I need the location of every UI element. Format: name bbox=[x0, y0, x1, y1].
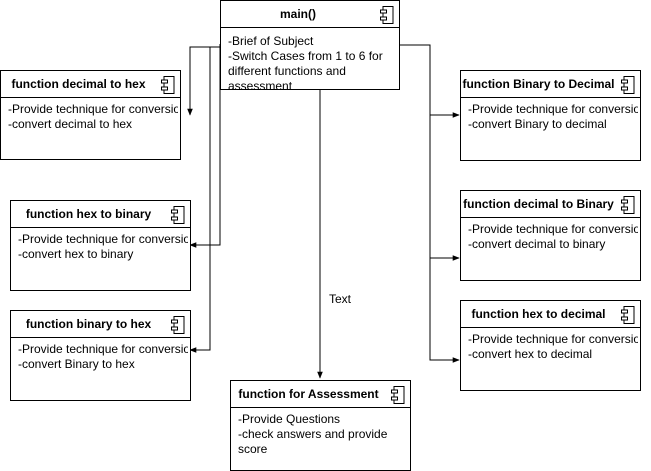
assess-line-1: -Provide Questions bbox=[238, 412, 341, 426]
bin-dec-title: function Binary to Decimal bbox=[462, 77, 615, 91]
bin-hex-title: function binary to hex bbox=[25, 317, 152, 331]
dec-hex-line-1: -Provide technique for conversion bbox=[8, 102, 178, 116]
hex-bin-title: function hex to binary bbox=[25, 207, 152, 221]
main-header: main() bbox=[221, 1, 399, 28]
assess-header: function for Assessment bbox=[231, 381, 410, 408]
dec-bin-body: -Provide technique for conversion -conve… bbox=[468, 222, 638, 252]
bin-hex-line-2: -convert Binary to hex bbox=[18, 357, 135, 371]
bin-dec-line-1: -Provide technique for conversion bbox=[468, 102, 638, 116]
hex-dec-line-2: -convert hex to decimal bbox=[468, 347, 593, 361]
dec-bin-line-1: -Provide technique for conversion bbox=[468, 222, 638, 236]
binary-to-hex-component[interactable]: function binary to hex -Provide techniqu… bbox=[10, 310, 191, 401]
edge-main-to-bin-dec bbox=[400, 44, 460, 118]
assessment-component[interactable]: function for Assessment -Provide Questio… bbox=[230, 380, 411, 471]
assess-line-2: -check answers and provide score bbox=[238, 427, 388, 456]
dec-bin-header: function decimal to Binary bbox=[461, 191, 640, 218]
bin-hex-header: function binary to hex bbox=[11, 311, 190, 338]
main-body: -Brief of Subject -Switch Cases from 1 t… bbox=[228, 34, 397, 90]
bin-dec-header: function Binary to Decimal bbox=[461, 71, 640, 98]
edge-main-to-dec-bin bbox=[429, 115, 460, 261]
decimal-to-hex-component[interactable]: function decimal to hex -Provide techniq… bbox=[0, 70, 181, 160]
bin-hex-body: -Provide technique for conversion -conve… bbox=[18, 342, 188, 372]
assess-body: -Provide Questions -check answers and pr… bbox=[238, 412, 408, 457]
hex-bin-body: -Provide technique for conversion -conve… bbox=[18, 232, 188, 262]
hex-to-binary-component[interactable]: function hex to binary -Provide techniqu… bbox=[10, 200, 191, 291]
component-icon bbox=[621, 306, 635, 324]
dec-hex-title: function decimal to hex bbox=[11, 77, 146, 91]
main-title: main() bbox=[280, 7, 316, 21]
component-icon bbox=[391, 386, 405, 404]
bin-hex-line-1: -Provide technique for conversion bbox=[18, 342, 188, 356]
edge-main-to-bin-hex bbox=[189, 46, 220, 353]
dec-hex-line-2: -convert decimal to hex bbox=[8, 117, 133, 131]
hex-dec-line-1: -Provide technique for conversion bbox=[468, 332, 638, 346]
assess-title: function for Assessment bbox=[238, 387, 379, 401]
hex-to-decimal-component[interactable]: function hex to decimal -Provide techniq… bbox=[460, 300, 641, 391]
main-line-1: -Brief of Subject bbox=[228, 34, 314, 48]
dec-bin-line-2: -convert decimal to binary bbox=[468, 237, 606, 251]
hex-bin-line-2: -convert hex to binary bbox=[18, 247, 134, 261]
edge-main-to-dec-hex bbox=[187, 46, 220, 116]
component-icon bbox=[621, 196, 635, 214]
bin-dec-body: -Provide technique for conversion -conve… bbox=[468, 102, 638, 132]
bin-dec-line-2: -convert Binary to decimal bbox=[468, 117, 607, 131]
component-icon bbox=[621, 76, 635, 94]
component-icon bbox=[161, 76, 175, 94]
hex-bin-header: function hex to binary bbox=[11, 201, 190, 228]
hex-bin-line-1: -Provide technique for conversion bbox=[18, 232, 188, 246]
dec-hex-header: function decimal to hex bbox=[1, 71, 180, 98]
dec-hex-body: -Provide technique for conversion -conve… bbox=[8, 102, 178, 132]
decimal-to-binary-component[interactable]: function decimal to Binary -Provide tech… bbox=[460, 190, 641, 281]
hex-dec-body: -Provide technique for conversion -conve… bbox=[468, 332, 638, 362]
component-icon bbox=[171, 206, 185, 224]
edge-main-to-hex-dec bbox=[429, 258, 460, 363]
binary-to-decimal-component[interactable]: function Binary to Decimal -Provide tech… bbox=[460, 70, 641, 161]
component-icon bbox=[380, 6, 394, 24]
hex-dec-title: function hex to decimal bbox=[471, 307, 606, 321]
hex-dec-header: function hex to decimal bbox=[461, 301, 640, 328]
dec-bin-title: function decimal to Binary bbox=[463, 197, 614, 211]
main-component[interactable]: main() -Brief of Subject -Switch Cases f… bbox=[220, 0, 400, 90]
component-icon bbox=[171, 316, 185, 334]
edge-main-to-hex-bin bbox=[189, 44, 221, 248]
edge-label: Text bbox=[329, 292, 352, 306]
main-line-2: -Switch Cases from 1 to 6 for different … bbox=[228, 49, 383, 90]
